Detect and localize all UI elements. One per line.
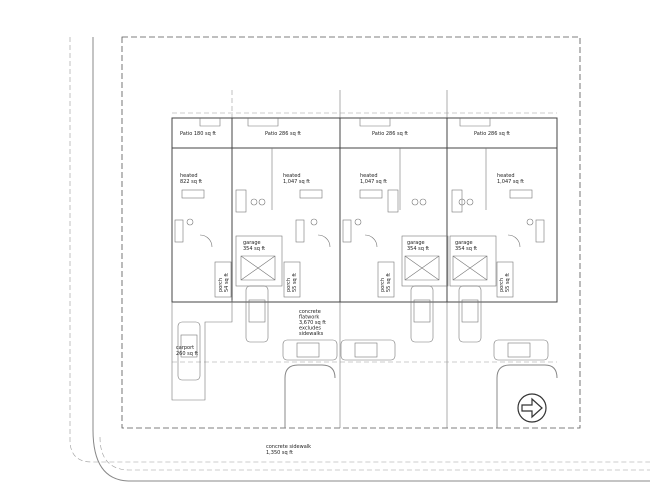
patio-label: Patio 180 sq ft — [180, 131, 216, 137]
flatwork-label: concrete flatwork 3,670 sq ft excludes s… — [299, 309, 328, 337]
street-curb-inner2 — [99, 436, 650, 471]
driveway-curb — [284, 364, 336, 428]
porch-label: porch55 sq ft — [499, 273, 511, 292]
car-icon — [245, 285, 269, 343]
patio-label: Patio 286 sq ft — [474, 131, 510, 137]
porch-label: porch54 sq ft — [218, 273, 230, 292]
car-icon — [410, 285, 434, 343]
car-icon — [177, 321, 201, 381]
lot-lines — [172, 90, 557, 428]
arrow-right-circle-icon — [517, 393, 547, 423]
car-icon — [340, 339, 396, 361]
porch-label: porch55 sq ft — [380, 273, 392, 292]
driveway-curb — [496, 364, 558, 428]
buildings — [171, 117, 558, 401]
car-icon — [493, 339, 549, 361]
street-curb-inner — [92, 37, 650, 482]
patio-label: Patio 286 sq ft — [372, 131, 408, 137]
property-line — [121, 36, 581, 429]
street-curb-outer — [69, 37, 650, 463]
car-icon — [282, 339, 338, 361]
cars — [177, 285, 549, 381]
patio-label: Patio 286 sq ft — [265, 131, 301, 137]
car-icon — [458, 285, 482, 343]
porch-label: porch55 sq ft — [286, 273, 298, 292]
